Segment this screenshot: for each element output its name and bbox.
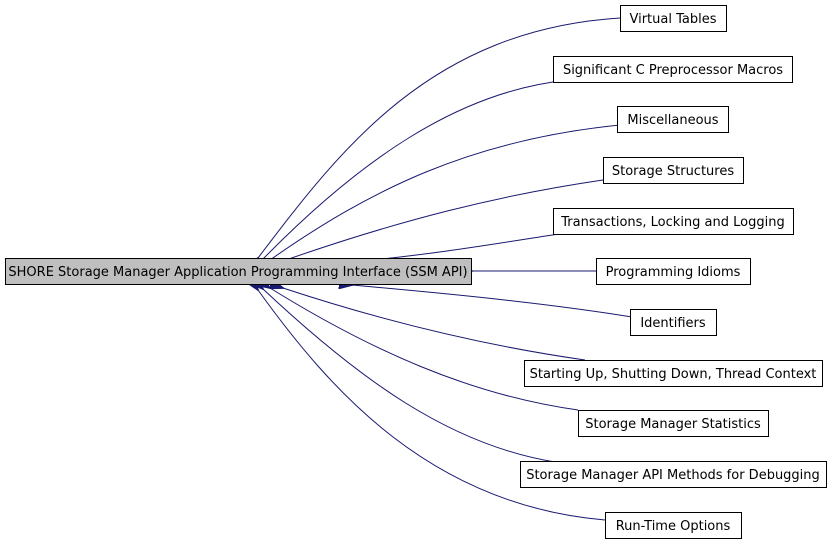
edge-debugging — [263, 289, 556, 463]
node-programming-idioms[interactable]: Programming Idioms — [596, 258, 751, 285]
edge-transactions — [352, 232, 566, 262]
edge-virtual-tables — [258, 17, 621, 258]
node-miscellaneous[interactable]: Miscellaneous — [617, 106, 729, 133]
center-node-label: SHORE Storage Manager Application Progra… — [8, 265, 467, 280]
edge-significant-macros — [263, 79, 571, 259]
node-label: Miscellaneous — [627, 113, 718, 128]
edge-runtime-options — [258, 290, 606, 521]
edge-storage-structures — [283, 179, 604, 261]
edge-miscellaneous — [270, 124, 621, 260]
node-run-time-options[interactable]: Run-Time Options — [605, 512, 742, 539]
node-label: Virtual Tables — [629, 12, 716, 27]
edge-identifiers — [352, 285, 633, 318]
related-groups: Virtual Tables Significant C Preprocesso… — [520, 5, 827, 539]
node-transactions-locking-logging[interactable]: Transactions, Locking and Logging — [553, 208, 794, 235]
node-label: Transactions, Locking and Logging — [560, 215, 784, 230]
node-label: Run-Time Options — [616, 519, 731, 534]
node-label: Significant C Preprocessor Macros — [563, 63, 783, 78]
node-storage-structures[interactable]: Storage Structures — [603, 157, 744, 184]
node-label: Storage Structures — [612, 164, 734, 179]
node-significant-c-preprocessor-macros[interactable]: Significant C Preprocessor Macros — [553, 56, 793, 83]
center-node: SHORE Storage Manager Application Progra… — [5, 258, 472, 285]
node-starting-up-shutting-down[interactable]: Starting Up, Shutting Down, Thread Conte… — [524, 360, 823, 387]
node-label: Starting Up, Shutting Down, Thread Conte… — [530, 367, 817, 382]
node-identifiers[interactable]: Identifiers — [630, 309, 717, 336]
node-label: Storage Manager Statistics — [585, 417, 761, 432]
node-virtual-tables[interactable]: Virtual Tables — [620, 5, 727, 32]
edges — [258, 17, 633, 521]
node-label: Identifiers — [640, 316, 706, 331]
edge-statistics — [270, 288, 579, 411]
edge-starting-up — [283, 288, 586, 361]
node-label: Programming Idioms — [606, 265, 741, 280]
node-storage-manager-statistics[interactable]: Storage Manager Statistics — [578, 410, 769, 437]
node-label: Storage Manager API Methods for Debuggin… — [526, 468, 820, 483]
node-api-methods-for-debugging[interactable]: Storage Manager API Methods for Debuggin… — [520, 461, 827, 488]
